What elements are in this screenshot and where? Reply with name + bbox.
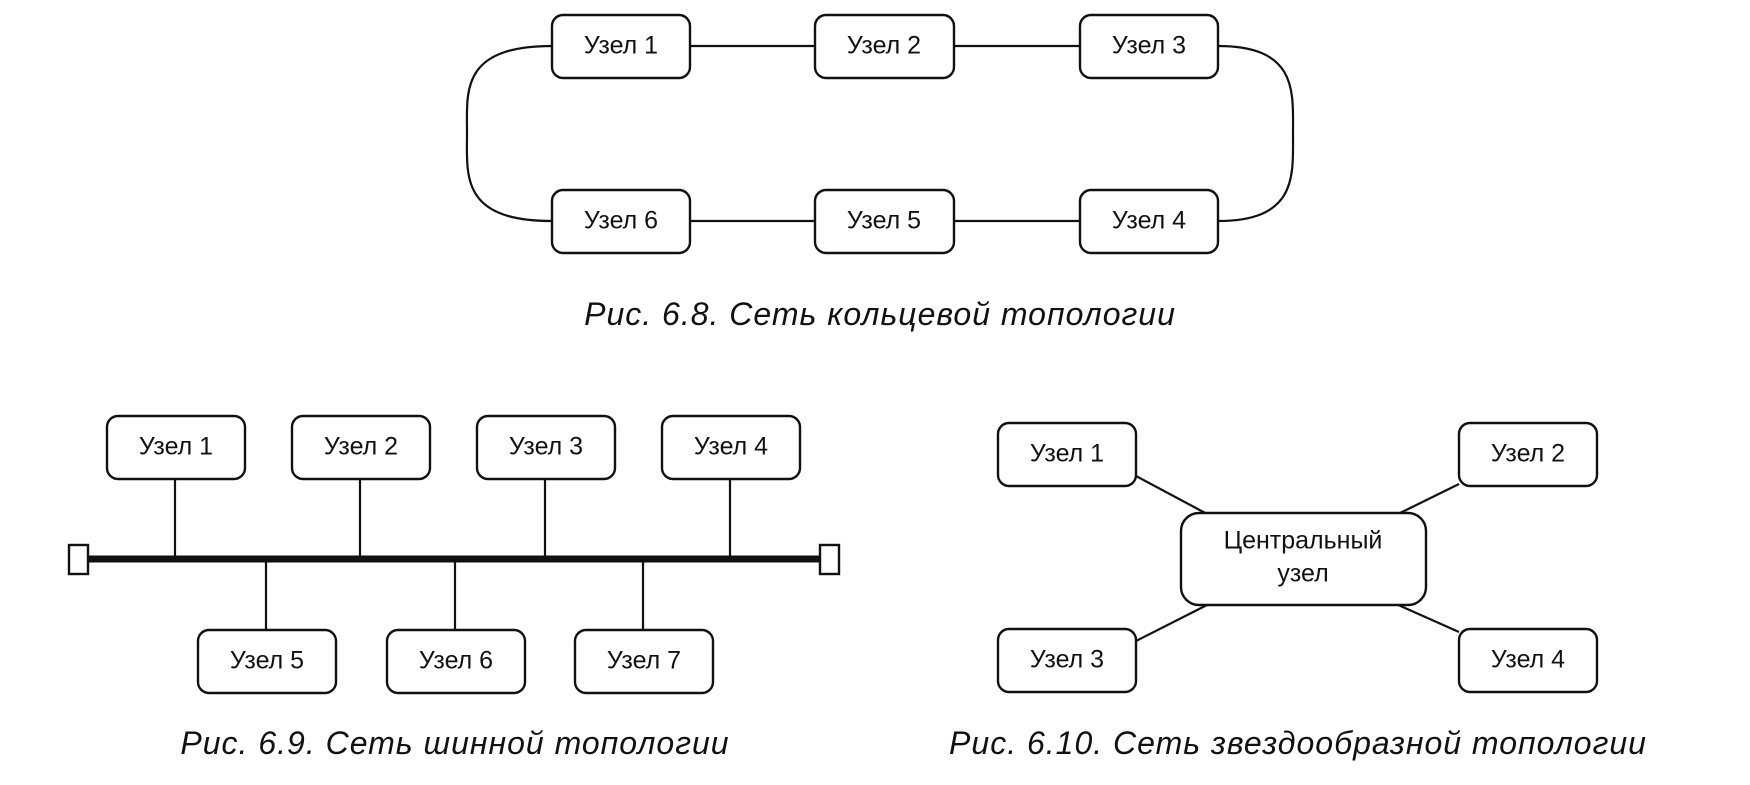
star-node-2-label: Узел 2 bbox=[1491, 440, 1565, 468]
star-node-4-label: Узел 4 bbox=[1491, 646, 1565, 674]
bus-node-7: Узел 7 bbox=[573, 628, 715, 695]
ring-link-6-1-arc bbox=[465, 44, 553, 223]
bus-node-7-label: Узел 7 bbox=[607, 647, 681, 675]
ring-node-6: Узел 6 bbox=[550, 188, 692, 255]
ring-node-6-label: Узел 6 bbox=[584, 207, 658, 235]
bus-node-2-label: Узел 2 bbox=[324, 433, 398, 461]
ring-node-4: Узел 4 bbox=[1078, 188, 1220, 255]
star-node-3-label: Узел 3 bbox=[1030, 646, 1104, 674]
ring-node-1-label: Узел 1 bbox=[584, 32, 658, 60]
star-topology: Центральный узел Узел 1 Узел 2 Узел 3 Уз… bbox=[949, 421, 1647, 761]
bus-node-5: Узел 5 bbox=[196, 628, 338, 695]
star-link-2 bbox=[1395, 483, 1460, 516]
bus-node-3: Узел 3 bbox=[475, 414, 617, 481]
star-link-4 bbox=[1395, 602, 1460, 634]
bus-node-4-label: Узел 4 bbox=[694, 433, 768, 461]
ring-node-2-label: Узел 2 bbox=[847, 32, 921, 60]
star-node-1-label: Узел 1 bbox=[1030, 440, 1104, 468]
ring-node-1: Узел 1 bbox=[550, 13, 692, 80]
bus-node-5-label: Узел 5 bbox=[230, 647, 304, 675]
ring-caption: Рис. 6.8. Сеть кольцевой топологии bbox=[584, 296, 1176, 332]
ring-node-3-label: Узел 3 bbox=[1112, 32, 1186, 60]
ring-topology: Узел 1 Узел 2 Узел 3 Узел 4 Узел 5 Узел … bbox=[465, 13, 1295, 332]
bus-node-3-label: Узел 3 bbox=[509, 433, 583, 461]
bus-caption: Рис. 6.9. Сеть шинной топологии bbox=[180, 725, 729, 761]
bus-node-4: Узел 4 bbox=[660, 414, 802, 481]
bus-node-1-label: Узел 1 bbox=[139, 433, 213, 461]
star-node-4: Узел 4 bbox=[1457, 627, 1599, 694]
bus-terminator-left bbox=[67, 543, 90, 576]
star-center-node: Центральный узел bbox=[1179, 511, 1428, 607]
ring-node-2: Узел 2 bbox=[813, 13, 956, 80]
star-center-label-line-2: узел bbox=[1277, 560, 1328, 588]
ring-node-5: Узел 5 bbox=[813, 188, 956, 255]
ring-node-5-label: Узел 5 bbox=[847, 207, 921, 235]
ring-link-3-4-arc bbox=[1217, 44, 1295, 223]
star-node-1: Узел 1 bbox=[996, 421, 1138, 488]
bus-terminator-right bbox=[818, 543, 841, 576]
ring-node-3: Узел 3 bbox=[1078, 13, 1220, 80]
bus-node-6-label: Узел 6 bbox=[419, 647, 493, 675]
star-center-label-line-1: Центральный bbox=[1224, 527, 1383, 555]
star-node-2: Узел 2 bbox=[1457, 421, 1599, 488]
star-link-3 bbox=[1135, 603, 1210, 642]
star-link-1 bbox=[1135, 475, 1210, 516]
star-caption: Рис. 6.10. Сеть звездообразной топологии bbox=[949, 725, 1647, 761]
bus-topology: Узел 1 Узел 2 Узел 3 Узел 4 Узел 5 Узел … bbox=[67, 414, 841, 761]
bus-node-1: Узел 1 bbox=[105, 414, 247, 481]
star-node-3: Узел 3 bbox=[996, 627, 1138, 694]
bus-node-2: Узел 2 bbox=[290, 414, 432, 481]
bus-node-6: Узел 6 bbox=[385, 628, 527, 695]
ring-node-4-label: Узел 4 bbox=[1112, 207, 1186, 235]
